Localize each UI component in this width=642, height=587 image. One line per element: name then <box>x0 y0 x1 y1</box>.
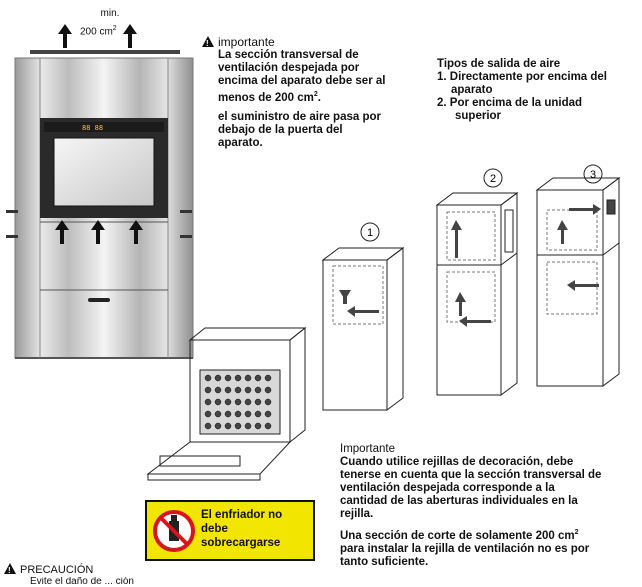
supply-line2: debajo de la puerta del <box>218 123 343 136</box>
tipos-block: Tipos de salida de aire 1. Directamente … <box>437 58 637 123</box>
importante2-l4: cantidad de las aberturas individuales e… <box>340 495 578 507</box>
cabinet-oven-illustration: 88 88 <box>6 24 194 359</box>
vent-area-sup: 2 <box>112 25 117 32</box>
importante-heading-text: importante <box>218 35 275 49</box>
importante2-m2: para instalar la rejilla de ventilación … <box>340 542 590 555</box>
overload-warning-sticker: El enfriador no debe sobrecargarse <box>145 500 315 561</box>
precaucion-warning-icon <box>4 563 16 578</box>
warning-icon <box>202 36 214 50</box>
importante2-l3: ventilación despejada corresponde a la <box>340 482 555 494</box>
tipos-item1a: 1. Directamente por encima del <box>437 71 608 83</box>
importante2-m3: tanto suficiente. <box>340 555 429 568</box>
tipos-item1b: aparato <box>451 84 493 96</box>
supply-line1: el suministro de aire pasa por <box>218 110 381 123</box>
vent-min-label: min. <box>92 8 128 19</box>
prohibition-icon <box>153 510 195 552</box>
vent-area-text: 200 cm <box>80 26 113 38</box>
importante-line4-sup: 2 <box>313 91 318 98</box>
precaucion-heading-text: PRECAUCIÓN <box>20 564 94 576</box>
importante2-l2: tenerse en cuenta que la sección transve… <box>340 469 602 481</box>
importante-block: importante La sección transversal de ven… <box>202 36 412 150</box>
wine-cooler-illustration <box>146 326 307 481</box>
vent-area-label: 200 cm2 <box>80 23 117 37</box>
importante2-l5: rejilla. <box>340 508 374 520</box>
importante-line4-end: . <box>317 91 321 104</box>
importante-line4-text: menos de 200 cm <box>218 91 314 104</box>
precaucion-block: PRECAUCIÓN Evite el daño de ... ción <box>4 562 244 585</box>
sticker-line1: El enfriador no <box>201 509 283 521</box>
precaucion-heading: PRECAUCIÓN <box>4 562 244 578</box>
importante2-m1: Una sección de corte de solamente 200 cm… <box>340 526 640 543</box>
importante-line1: La sección transversal de <box>218 49 359 61</box>
sticker-text: El enfriador no debe sobrecargarse <box>201 508 282 550</box>
tipos-heading: Tipos de salida de aire <box>437 58 561 70</box>
diagram-number-3: 3 <box>590 169 596 181</box>
supply-line3: aparato. <box>218 136 263 149</box>
importante-heading: importante <box>202 35 412 50</box>
sticker-line2: debe <box>201 523 228 535</box>
precaucion-cut-line: Evite el daño de ... ción <box>30 577 134 585</box>
importante-line3: encima del aparato debe ser al <box>218 75 386 87</box>
diagram-number-2: 2 <box>490 173 496 185</box>
diagram-number-1: 1 <box>367 227 373 239</box>
importante2-m1-text: Una sección de corte de solamente 200 cm <box>340 529 575 542</box>
importante2-l1: Cuando utilice rejillas de decoración, d… <box>340 456 574 468</box>
sticker-line3: sobrecargarse <box>201 537 281 549</box>
importante2-block: Importante Cuando utilice rejillas de de… <box>340 443 640 569</box>
tipos-item2a: 2. Por encima de la unidad <box>437 97 583 109</box>
vent-min-word: min. <box>100 8 120 19</box>
svg-text:88 88: 88 88 <box>82 124 103 132</box>
importante-line4: menos de 200 cm2. <box>218 88 412 105</box>
importante2-heading: Importante <box>340 443 395 455</box>
importante-line2: ventilación despejada por <box>218 62 360 74</box>
tipos-item2b: superior <box>455 110 502 122</box>
importante2-m1-sup: 2 <box>574 529 579 536</box>
ventilation-diagrams: 1 2 3 <box>321 164 621 411</box>
